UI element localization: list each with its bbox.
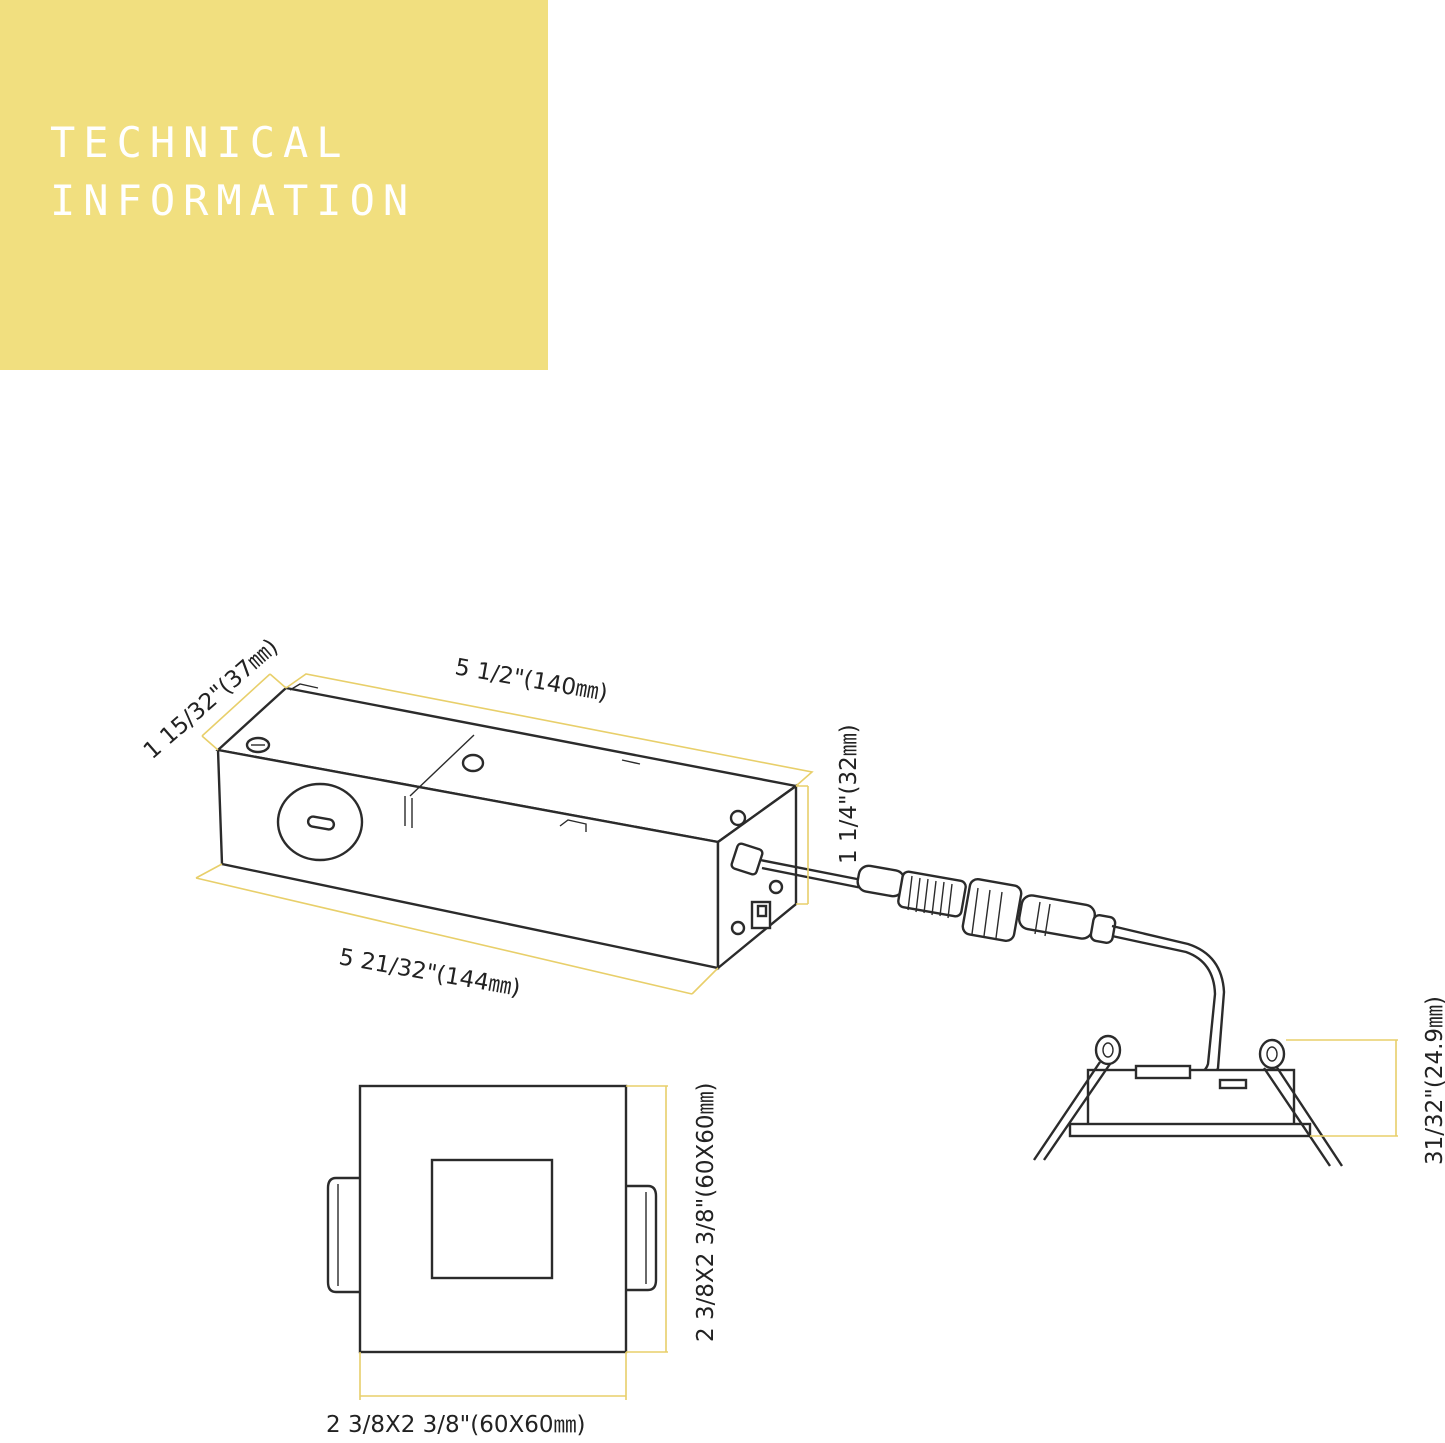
box-bottom-length-label: 5 21/32"(144㎜)	[337, 944, 522, 1001]
banner-title-line-2: INFORMATION	[50, 176, 417, 225]
lid-knob	[461, 753, 485, 773]
trim-aperture	[430, 1158, 554, 1280]
trim-width-label: 2 3/8X2 3/8"(60X60㎜)	[326, 1412, 586, 1438]
spring-clip-right	[1258, 1038, 1286, 1070]
trim-clip-left	[326, 1176, 360, 1294]
dimension-lines	[195, 673, 1398, 1400]
light-fixture-side	[1033, 1034, 1344, 1167]
box-height-label: 1 1/4"(32㎜)	[836, 724, 862, 864]
box-top-length-label: 5 1/2"(140㎜)	[453, 654, 610, 706]
banner-title-line-1: TECHNICAL	[50, 118, 350, 167]
banner-title: TECHNICAL INFORMATION	[50, 114, 416, 230]
trim-front-view	[326, 1084, 658, 1354]
connector-left	[856, 864, 906, 898]
trim-clip-right	[626, 1184, 658, 1292]
connector-right	[1017, 894, 1097, 940]
trim-height-label: 2 3/8X2 3/8"(60X60㎜)	[693, 1083, 719, 1343]
cable-gland	[730, 842, 764, 876]
coupling-nut	[961, 877, 1023, 943]
technical-information-banner: TECHNICAL INFORMATION	[0, 0, 548, 370]
cable-assembly	[759, 858, 1226, 1085]
fixture-trim	[1068, 1122, 1312, 1138]
fixture-height-label: 31/32"(24.9㎜)	[1422, 996, 1445, 1165]
spring-clip-left	[1094, 1034, 1122, 1066]
junction-box-drawing	[215, 683, 799, 971]
